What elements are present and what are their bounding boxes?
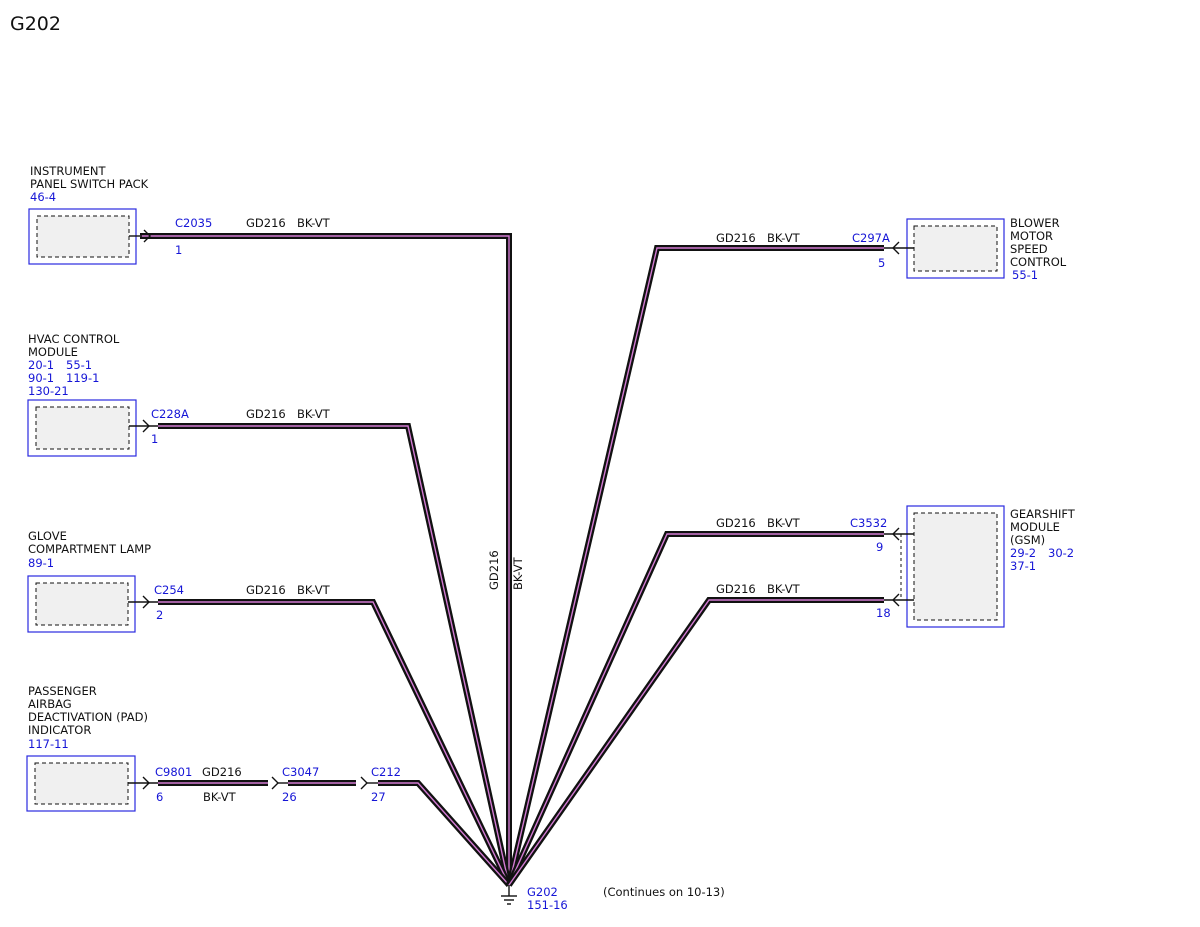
page-ref: 90-1 [28,371,54,385]
page-ref: 119-1 [66,371,99,385]
connector-pin: 1 [175,243,182,257]
gearshift-module[interactable]: GEARSHIFT MODULE (GSM) 29-2 30-2 37-1 [884,505,1076,628]
wire-circuit-label: GD216 [202,765,242,779]
component-label: DEACTIVATION (PAD) [28,710,148,724]
wire-group [140,233,884,887]
connector-id: C3532 [850,516,887,530]
component-label: PASSENGER [28,684,97,698]
component-label: HVAC CONTROL [28,332,120,346]
connector-id: C3047 [282,765,319,779]
page-ref: 130-21 [28,384,69,398]
ground-ref: 151-16 [527,898,568,912]
component-label: MODULE [1010,520,1060,534]
wire-circuit-label: GD216 [246,216,286,230]
component-label: CONTROL [1010,255,1067,269]
component-label: INSTRUMENT [30,164,107,178]
wire-circuit-label: GD216 [246,583,286,597]
wire-hvac [158,423,512,886]
vertical-circuit-label: GD216 [487,550,501,590]
inline-connector-c212[interactable] [360,776,378,790]
component-label: GEARSHIFT [1010,507,1076,521]
wire-instrument-panel [140,233,512,885]
component-label: BLOWER [1010,216,1060,230]
wire-gsm-9 [506,531,884,887]
page-ref: 89-1 [28,556,54,570]
wire-color-label: BK-VT [297,407,331,421]
pad-indicator[interactable]: PASSENGER AIRBAG DEACTIVATION (PAD) INDI… [26,684,158,812]
ground-symbol-icon[interactable] [501,885,517,905]
glove-compartment-lamp[interactable]: GLOVE COMPARTMENT LAMP 89-1 [27,529,158,633]
wire-color-label: BK-VT [203,790,237,804]
connector-pin: 9 [876,540,883,554]
component-label: SPEED [1010,242,1048,256]
component-label: MOTOR [1010,229,1053,243]
connector-pin: 26 [282,790,297,804]
connector-id: C212 [371,765,401,779]
ground-id: G202 [527,885,558,899]
component-label: (GSM) [1010,533,1045,547]
connector-id: C254 [154,583,184,597]
page-ref: 117-11 [28,737,69,751]
page-ref: 37-1 [1010,559,1036,573]
wire-circuit-label: GD216 [716,231,756,245]
connector-id: C228A [151,407,189,421]
page-ref: 29-2 [1010,546,1036,560]
component-label: PANEL SWITCH PACK [30,177,149,191]
hvac-control-module[interactable]: HVAC CONTROL MODULE 20-1 55-1 90-1 119-1… [27,332,158,457]
instrument-panel-switch-pack[interactable]: INSTRUMENT PANEL SWITCH PACK 46-4 [28,164,151,265]
blower-motor-speed-control[interactable]: BLOWER MOTOR SPEED CONTROL 55-1 [884,216,1067,282]
wire-color-label: BK-VT [767,582,801,596]
wire-color-label: BK-VT [297,216,331,230]
page-ref: 55-1 [1012,268,1038,282]
page-ref: 46-4 [30,190,56,204]
connector-id: C9801 [155,765,192,779]
connector-pin: 1 [151,432,158,446]
wire-circuit-label: GD216 [246,407,286,421]
connector-pin: 2 [156,608,163,622]
page-title: G202 [10,13,61,35]
wire-circuit-label: GD216 [716,516,756,530]
component-label: MODULE [28,345,78,359]
wire-color-label: BK-VT [767,231,801,245]
continuation-note[interactable]: (Continues on 10-13) [603,885,725,899]
connector-pin: 27 [371,790,386,804]
page-ref: 55-1 [66,358,92,372]
inline-connector-c3047[interactable] [271,776,288,790]
page-ref: 20-1 [28,358,54,372]
component-label: GLOVE [28,529,67,543]
wire-color-label: BK-VT [297,583,331,597]
vertical-color-label: BK-VT [511,556,525,590]
connector-pin: 6 [156,790,163,804]
connector-id: C2035 [175,216,212,230]
component-label: INDICATOR [28,723,91,737]
wire-circuit-label: GD216 [716,582,756,596]
connector-pin: 18 [876,606,891,620]
component-label: COMPARTMENT LAMP [28,542,151,556]
wire-blower [506,245,884,886]
connector-pin: 5 [878,256,885,270]
wire-color-label: BK-VT [767,516,801,530]
connector-id: C297A [852,231,890,245]
component-label: AIRBAG [28,697,72,711]
page-ref: 30-2 [1048,546,1074,560]
